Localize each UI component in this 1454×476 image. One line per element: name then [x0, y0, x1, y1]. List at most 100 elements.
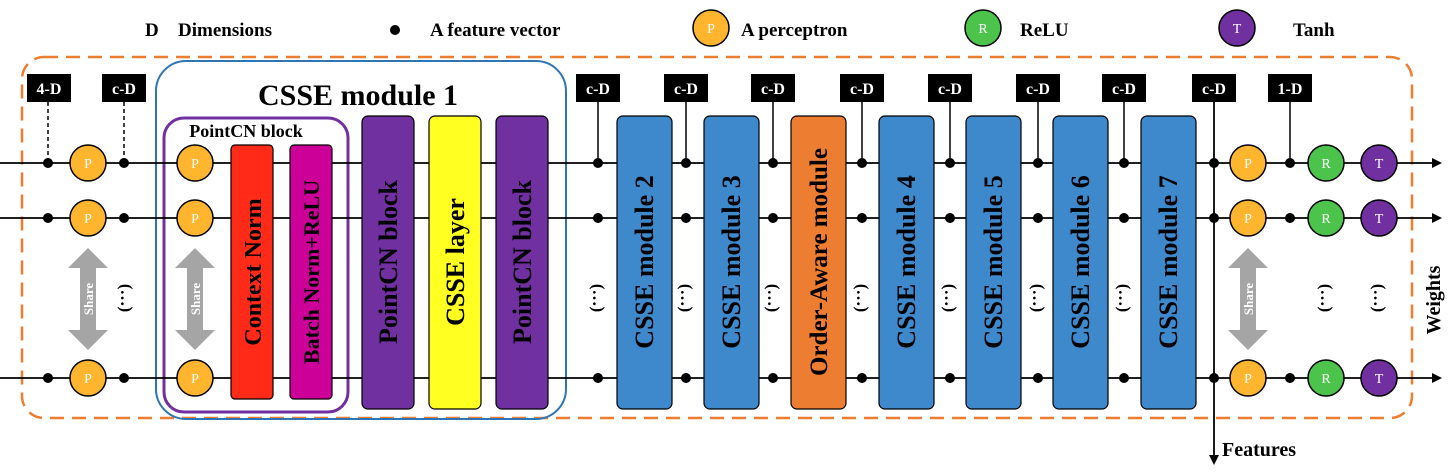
pointcn-block-b: PointCN block — [495, 115, 549, 410]
ellipsis: (…) — [589, 284, 608, 312]
svg-text:P: P — [191, 212, 199, 227]
pointcn-block-frame — [162, 116, 350, 414]
relu-column: R R R — [1307, 144, 1345, 397]
share-label: Share — [188, 283, 203, 315]
dim-label-c1: c-D — [112, 81, 136, 98]
feature-vector-dots — [43, 158, 1295, 383]
context-norm-block: Context Norm — [230, 144, 274, 400]
dim-box-output — [1268, 74, 1312, 102]
legend-perceptron-symbol: P — [707, 22, 715, 37]
dim-box-c4 — [751, 74, 795, 102]
perceptron-icon — [69, 144, 107, 182]
dim-box-c6 — [928, 74, 972, 102]
csse-layer-block: CSSE layer — [428, 115, 482, 410]
ellipsis: (…) — [1115, 284, 1134, 312]
svg-text:P: P — [1244, 157, 1252, 172]
legend-tanh-label: Tanh — [1293, 20, 1335, 41]
dim-label-c6: c-D — [938, 81, 962, 98]
order-aware-module-block: Order-Aware module — [790, 115, 847, 410]
svg-text:P: P — [84, 372, 92, 387]
ellipsis: (…) — [1029, 284, 1048, 312]
svg-text:PointCN block: PointCN block — [508, 179, 537, 344]
svg-text:CSSE module 6: CSSE module 6 — [1066, 175, 1095, 348]
dim-label-c9: c-D — [1202, 81, 1226, 98]
dim-label-c3: c-D — [674, 81, 698, 98]
csse-module-4-block: CSSE module 4 — [878, 115, 935, 410]
svg-text:P: P — [191, 372, 199, 387]
csse-module-7-block: CSSE module 7 — [1140, 115, 1197, 410]
dim-box-c3 — [664, 74, 708, 102]
svg-text:CSSE module 7: CSSE module 7 — [1154, 175, 1183, 348]
svg-text:Order-Aware module: Order-Aware module — [806, 148, 833, 376]
tanh-icon — [1360, 359, 1398, 397]
perceptron-icon — [69, 359, 107, 397]
legend: D Dimensions A feature vector P A percep… — [145, 9, 1335, 47]
perceptron-column-2: P P P — [176, 144, 214, 397]
svg-text:CSSE module 2: CSSE module 2 — [630, 175, 659, 348]
share-arrow-3: Share — [1228, 248, 1268, 350]
dim-box-c7 — [1016, 74, 1060, 102]
perceptron-icon — [176, 144, 214, 182]
dim-label-c4: c-D — [761, 81, 785, 98]
csse-module-6-block: CSSE module 6 — [1052, 115, 1109, 410]
pointcn-block-a: PointCN block — [361, 115, 415, 410]
svg-text:P: P — [84, 157, 92, 172]
legend-perceptron-label: A perceptron — [741, 20, 848, 41]
dim-label-input: 4-D — [37, 81, 62, 98]
tanh-icon — [1360, 144, 1398, 182]
ellipsis: (…) — [853, 284, 872, 312]
perceptron-column-1: P P P — [69, 144, 107, 397]
tanh-icon — [1360, 199, 1398, 237]
svg-text:CSSE layer: CSSE layer — [441, 198, 470, 326]
legend-tanh-symbol: T — [1233, 22, 1242, 37]
ellipsis: (…) — [1317, 284, 1336, 312]
csse-module-5-block: CSSE module 5 — [965, 115, 1022, 410]
legend-relu-label: ReLU — [1020, 20, 1069, 41]
svg-text:R: R — [1321, 372, 1331, 387]
dim-box-c8 — [1102, 74, 1146, 102]
svg-text:CSSE module 3: CSSE module 3 — [717, 175, 746, 348]
svg-text:P: P — [84, 212, 92, 227]
svg-text:T: T — [1375, 372, 1384, 387]
dim-label-c2: c-D — [586, 81, 610, 98]
features-label: Features — [1222, 439, 1296, 461]
perceptron-icon — [1229, 359, 1267, 397]
dimension-labels: 4-D c-D c-D c-D c-D c-D c-D c-D c-D c-D … — [27, 74, 1312, 163]
legend-relu-icon — [964, 9, 1002, 47]
weights-label: Weights — [1423, 265, 1445, 334]
csse-module-3-block: CSSE module 3 — [703, 115, 760, 410]
relu-icon — [1307, 359, 1345, 397]
dim-label-output: 1-D — [1278, 81, 1303, 98]
perceptron-icon — [176, 359, 214, 397]
svg-text:P: P — [1244, 212, 1252, 227]
dim-box-input — [27, 74, 71, 102]
ellipsis: (…) — [677, 284, 696, 312]
perceptron-icon — [1229, 144, 1267, 182]
legend-tanh-icon — [1218, 9, 1256, 47]
csse-module-2-block: CSSE module 2 — [616, 115, 673, 410]
csse-module-1-frame — [155, 60, 567, 420]
relu-icon — [1307, 199, 1345, 237]
ellipsis: (…) — [941, 284, 960, 312]
share-arrow-2: Share — [175, 248, 215, 350]
perceptron-icon — [176, 199, 214, 237]
legend-dimensions-symbol: D — [145, 20, 159, 41]
perceptron-icon — [1229, 199, 1267, 237]
svg-text:Batch Norm+ReLU: Batch Norm+ReLU — [299, 180, 324, 364]
svg-text:Context Norm: Context Norm — [241, 198, 267, 345]
svg-text:CSSE module 5: CSSE module 5 — [979, 175, 1008, 348]
svg-text:P: P — [1244, 372, 1252, 387]
svg-text:P: P — [191, 157, 199, 172]
ellipsis-markers: (…) (…) (…) (…) (…) (…) (…) (…) (…) (…) — [117, 284, 1389, 312]
dim-label-c5: c-D — [850, 81, 874, 98]
dim-box-c5 — [840, 74, 884, 102]
svg-text:CSSE module 4: CSSE module 4 — [892, 175, 921, 348]
tanh-column: T T T — [1360, 144, 1398, 397]
share-label: Share — [81, 283, 96, 315]
dim-box-c2 — [576, 74, 620, 102]
dim-label-c8: c-D — [1112, 81, 1136, 98]
ellipsis: (…) — [764, 284, 783, 312]
svg-text:T: T — [1375, 212, 1384, 227]
dim-box-c1 — [102, 74, 146, 102]
